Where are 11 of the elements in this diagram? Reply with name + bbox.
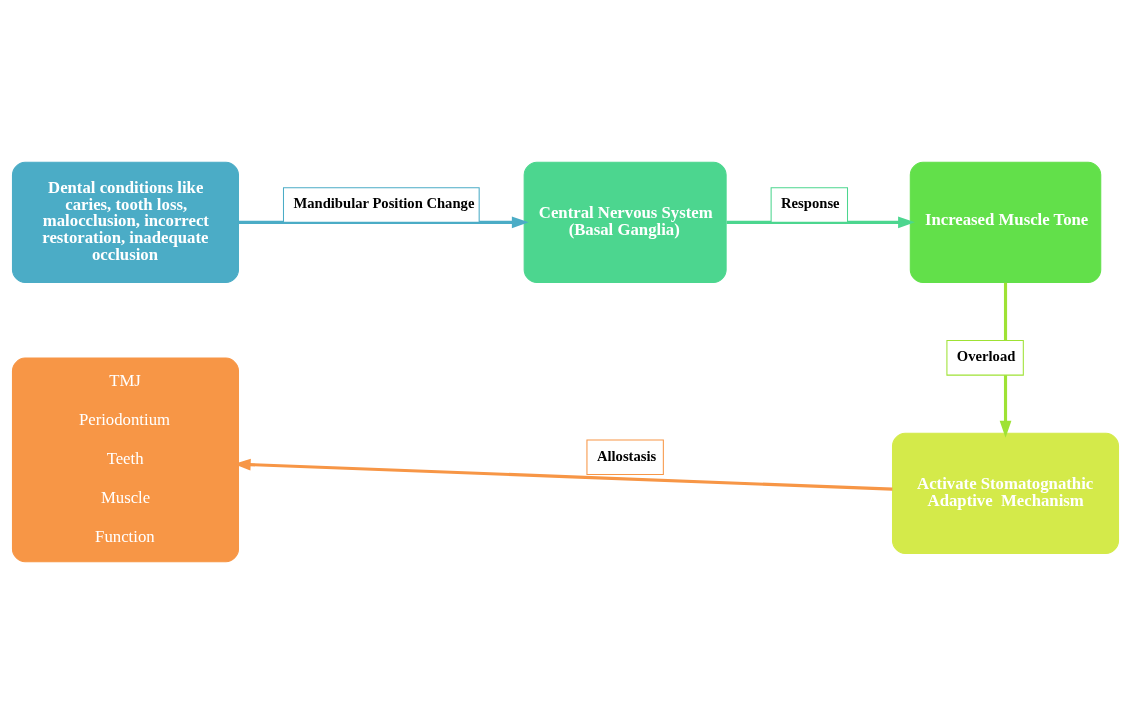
node-box: TMJ Periodontium Teeth Muscle Function xyxy=(11,357,239,563)
arrow xyxy=(726,216,915,229)
node-box: Dental conditions like caries, tooth loss, malocclusion, incorrect restoration, inadequate occlusion xyxy=(11,161,239,284)
arrow xyxy=(238,216,529,229)
edge-label: Overload xyxy=(956,348,1016,365)
node-box: Activate Stomatognathic Adaptive Mechanism xyxy=(892,432,1120,555)
edge-label: Response xyxy=(781,195,840,212)
edge-label: Allostasis xyxy=(596,447,657,464)
edge-label: Mandibular Position Change xyxy=(293,195,475,212)
node-box: Central Nervous System (Basal Ganglia) xyxy=(523,161,727,284)
node-box: Increased Muscle Tone xyxy=(909,161,1102,284)
